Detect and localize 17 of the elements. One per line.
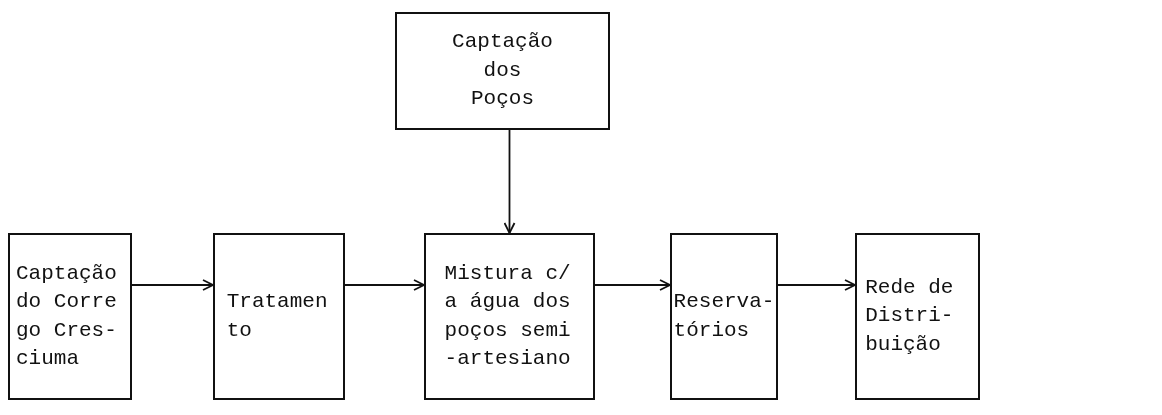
arrow [503,129,516,234]
process-box [670,233,778,400]
process-box [395,12,610,130]
box-label: Reserva- tórios [673,289,775,344]
arrow [777,279,856,291]
arrow [131,279,214,291]
box-label: Captação do Corre go Cres- ciuma [16,260,118,372]
box-label: Tratamen to [226,289,329,344]
box-label: Mistura c/ a água dos poços semi -artesiano [444,260,572,372]
box-label: Rede de Distri- buição [865,275,955,358]
process-box [424,233,595,400]
box-label: Captação dos Poços [451,29,554,113]
process-box [213,233,345,400]
arrow [594,279,671,291]
process-box [855,233,980,400]
process-box [8,233,132,400]
arrow [344,279,425,291]
